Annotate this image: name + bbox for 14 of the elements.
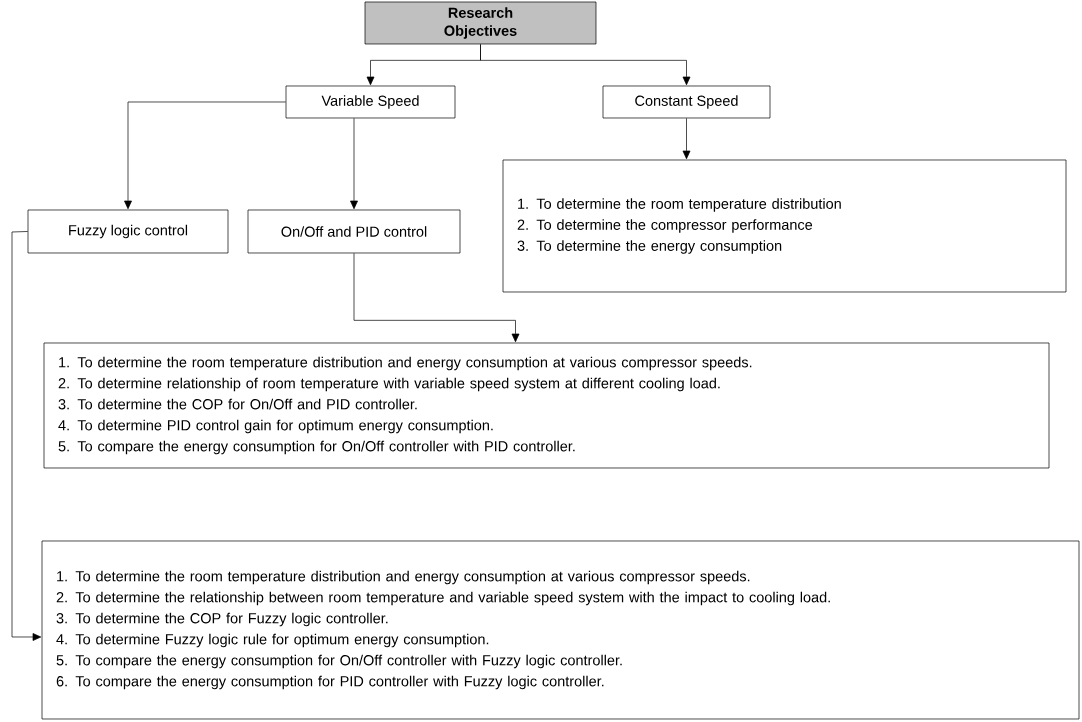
arrow (682, 118, 691, 160)
arrow (124, 101, 286, 210)
objectives-box: 1. To determine the room temperature distribution and energy consumption at various compressor speeds. 2. To determine relationship of room temperature with variable speed system at different cooling load. 3. To determine the COP for On/Off and PID controller. 4. To determine PID control gain for optimum energy consumption. 5. To compare the energy consumption for On/Off controller with PID controller. (43, 342, 1050, 469)
arrow (350, 118, 358, 210)
category-box: Constant Speed (602, 85, 771, 119)
arrow (353, 253, 520, 343)
objectives-box: 1. To determine the room temperature distribution and energy consumption at various compressor speeds. 2. To determine the relationship between room temperature and variable speed system with the impact to cooling load. 3. To determine the COP for Fuzzy logic controller. 4. To determine Fuzzy logic rule for optimum energy consumption. 5. To compare the energy consumption for On/Off controller with Fuzzy logic controller. 6. To compare the energy consumption for PID controller with Fuzzy logic controller. (41, 540, 1080, 720)
category-box: Variable Speed (285, 85, 456, 119)
title-box: Research Objectives (364, 1, 597, 45)
category-box: On/Off and PID control (247, 209, 461, 254)
arrow (480, 44, 691, 86)
category-box: Fuzzy logic control (27, 209, 229, 254)
objectives-box: 1. To determine the room temperature distribution 2. To determine the compressor performance 3. To determine the energy consumption (502, 159, 1067, 293)
arrow (11, 231, 42, 641)
